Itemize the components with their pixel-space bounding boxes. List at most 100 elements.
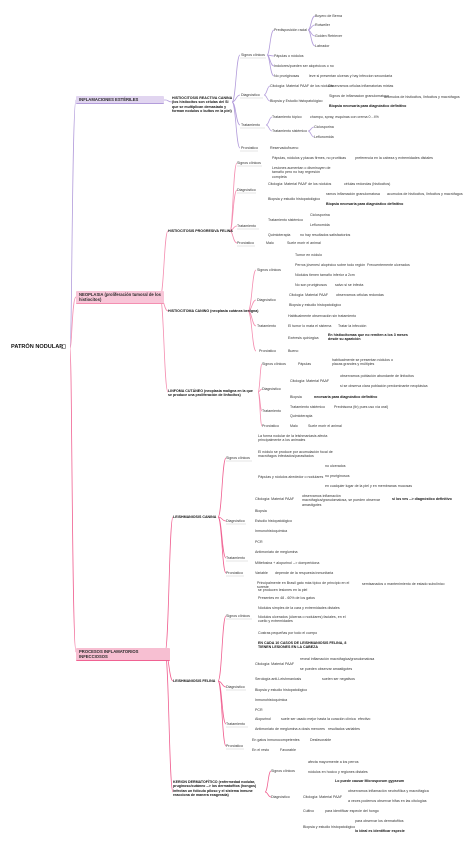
node-lf-diag: Diagnóstico <box>226 685 245 689</box>
node-l-quimio: Quimioterapia <box>290 414 313 418</box>
node-p-cito: Citología: Material PAAF de los nódulos <box>268 182 332 186</box>
node-h-redondas: observamos células redondas <box>336 293 384 297</box>
node-histiocitosis-reactiva: HISTIOCITOSIS REACTIVA CANINA (los histi… <box>172 96 233 114</box>
node-k-biopsia: Biopsia y estudio histopatológico <box>303 825 356 829</box>
node-l-nodulos: habitualmente se presentan nódulos o pla… <box>332 358 393 367</box>
node-h-3meses: En histiocitomas que no remiten a los 3 … <box>328 333 408 342</box>
node-lf-amasti: se pueden observar amastigotes <box>300 667 353 671</box>
node-lf-serologia: Serología anti-Leishmaniosis <box>255 677 302 681</box>
node-lf-pcr: PCR <box>255 708 263 712</box>
node-tratamiento-topico: Tratamiento tópico <box>272 115 302 119</box>
node-l-pron: Pronóstico <box>262 424 279 428</box>
node-lc-inmuno: Inmunohistoquímica <box>255 529 288 533</box>
node-lf-cara: Nódulos simples de la cara y extremidade… <box>258 606 340 610</box>
node-indolores: Indolores/pueden ser alopécicos o no <box>274 64 334 68</box>
node-k-diag: Diagnóstico <box>271 795 290 799</box>
node-lf-antimoniato: Antimoniato de meglumina a dosis menores <box>255 727 325 731</box>
node-h-trat: Tratamiento <box>257 324 277 328</box>
node-leve: leve si presentan ulceras y hay infeccio… <box>309 74 393 78</box>
node-champu: champu, spray, esquinas con crema 0 - 4% <box>310 115 379 119</box>
node-p-sistemico: Tratamiento sistémico <box>268 218 304 222</box>
node-lf-pron: Pronóstico <box>226 744 243 748</box>
node-k-gypseum: Lo puede causar Microsporum gypseum <box>335 779 405 783</box>
node-l-cito: Citología: Material PAAF <box>290 379 330 383</box>
node-lf-desfavorable: Desfavorable <box>310 738 332 742</box>
node-lf-curacion: suele ser usado mejor hasta la curación … <box>281 717 356 721</box>
node-lc-depende: depende de la respuesta inmunitaria <box>275 571 334 575</box>
node-lf-brasil: Principalmente en Brasil gato más típico… <box>257 581 350 590</box>
node-h-observacion: Habitualmente observación sin tratamient… <box>288 314 357 318</box>
node-p-noresult: no hay resultados satisfactorios <box>300 233 351 237</box>
node-lc-forma: La forma nodular de la leishmaniasis afe… <box>258 434 328 443</box>
node-lf-inmunocomp: En gatos inmunocompetentes <box>252 738 300 742</box>
node-biopsia: Biopsia y Estudio histopatológico <box>270 99 323 103</box>
node-k-hocico: nódulos en hocico y regiones distales <box>308 770 368 774</box>
node-l-linfocitos: observamos población abundante de linfoc… <box>340 374 414 378</box>
node-ciclosporina: Ciclosporina <box>314 125 334 129</box>
node-diagnostico: Diagnóstico <box>241 93 260 97</box>
node-lc-pron: Pronóstico <box>226 571 243 575</box>
node-p-papulas: Pápulas, nódulos y placas firmes, no pru… <box>272 156 347 160</box>
node-h-signos: Signos clínicos <box>257 268 281 272</box>
section-procesos[interactable]: PROCESOS INFLAMATORIOS INFECCIOSOS <box>76 648 170 661</box>
node-lf-trat: Tratamiento <box>226 722 246 726</box>
node-histiocitoma: HISTIOCITOMA CANINO (neoplasia cutánea b… <box>168 309 259 313</box>
node-lf-10casos: EN CADA 10 CASOS DE LEISHMANIOSIS FELINA… <box>258 641 347 650</box>
node-lf-biopsia: Biopsia y estudio histopatológico <box>255 688 308 692</box>
node-h-exeresis: Exéresis quirúrgica <box>288 336 319 340</box>
node-h-tumor-mata: El tumor lo mata el sistema <box>288 324 332 328</box>
node-lc-variable: Variable <box>255 571 268 575</box>
node-lc-nodulo: El nódulo se produce por acumulación foc… <box>258 450 333 459</box>
node-lf-costras: Costras pequeñas por todo el cuerpo <box>258 631 318 635</box>
node-p-ciclo: Ciclosporina <box>310 213 330 217</box>
node-k-especie: para identificar especie del hongo <box>325 809 379 813</box>
node-acumulos: acumulos de histiocitos, linfocitos y ma… <box>384 95 460 99</box>
node-h-bueno: Bueno <box>288 349 299 353</box>
node-lf-inmuno: Inmunohistoquímica <box>255 698 288 702</box>
node-lc-definitivo: si los ves --> diagnóstico definitivo <box>392 497 452 501</box>
node-p-granulo: ramos inflamación granulomatosa <box>326 192 380 196</box>
connector-s1-diag <box>231 94 241 103</box>
node-k-cultivo: Cultivo <box>303 809 314 813</box>
node-papulas: Pápulas o nódulos <box>274 54 304 58</box>
connector-s1-pr <box>231 101 241 149</box>
node-linfoma: LINFOMA CUTÁNEO (neoplasia maligna en la… <box>168 389 253 398</box>
node-p-redondas: células redondas (histiocitos) <box>344 182 391 186</box>
node-reservado: Reservado/bueno <box>270 146 299 150</box>
node-kerion: KERION DERMATOFÍTICO (enfermedad nodular… <box>173 780 257 798</box>
node-l-sistemico: Tratamiento sistémico <box>290 405 326 409</box>
node-lf-lesiones: se producen lesiones en la piel <box>258 588 308 592</box>
connector-root-neoplasia <box>69 296 77 349</box>
node-lc-nopruri: no pruriginosos <box>325 474 350 478</box>
node-h-nopruri: No son pruriginosos <box>295 283 327 287</box>
node-celulas-mixtas: Observamos células inflamatorias mixtas <box>328 84 394 88</box>
node-p-trat: Tratamiento <box>237 224 257 228</box>
collapse-icon[interactable] <box>61 344 66 349</box>
connector-root-inflamaciones <box>69 99 77 349</box>
node-lf-resto: En el resto <box>252 748 270 752</box>
node-l-trat: Tratamiento <box>262 409 282 413</box>
node-lf-efectivo: efectivo <box>358 717 371 721</box>
node-lf-negativos: suelen ser negativos <box>322 677 355 681</box>
node-tratamiento: Tratamiento <box>241 123 261 127</box>
node-leflunomida: Leflunomida <box>314 135 334 139</box>
node-lc-miltefosina: Miltefosina + alopurinol --> domperidona <box>255 561 320 565</box>
node-h-jovenes: Perros jóvenes/ alopécico sobre todo reg… <box>295 263 366 267</box>
section-neoplasia[interactable]: NEOPLASIA (proliferación tumoral de los … <box>76 291 164 304</box>
node-lf-semisanados: semisanados o mantenimiento de estado su… <box>362 582 445 586</box>
node-h-biopsia: Biopsia y estudio histopatológico <box>289 303 342 307</box>
node-p-lefl: Leflunomida <box>310 223 330 227</box>
node-p-necesaria: Biopsia necesaria para diagnóstico defin… <box>326 202 404 206</box>
node-labrador: Labrador <box>315 44 330 48</box>
section-inflamaciones[interactable]: INFLAMACIONES ESTÉRILES <box>76 96 164 104</box>
node-signos-inflamacion: Signos de inflamacion granulomatosa <box>329 94 389 98</box>
root-node: PATRÓN NODULAR <box>11 344 64 350</box>
node-lc-histo: Estudio histopatológico <box>255 519 292 523</box>
node-citologia: Citología: Material PAAF de los nódulos <box>270 84 334 88</box>
node-lc-papulas: Pápulas y nódulos alrededor o nodulares <box>258 475 324 479</box>
node-predisposicion: Predisposición racial <box>274 28 307 32</box>
node-lc-signos: Signos clínicos <box>226 456 250 460</box>
node-lc-noulc: no ulcerados <box>325 464 346 468</box>
node-h-tumor: Tumor en nódulo <box>295 253 323 257</box>
node-l-neoplasica: si se observa clara población predominan… <box>340 384 428 388</box>
